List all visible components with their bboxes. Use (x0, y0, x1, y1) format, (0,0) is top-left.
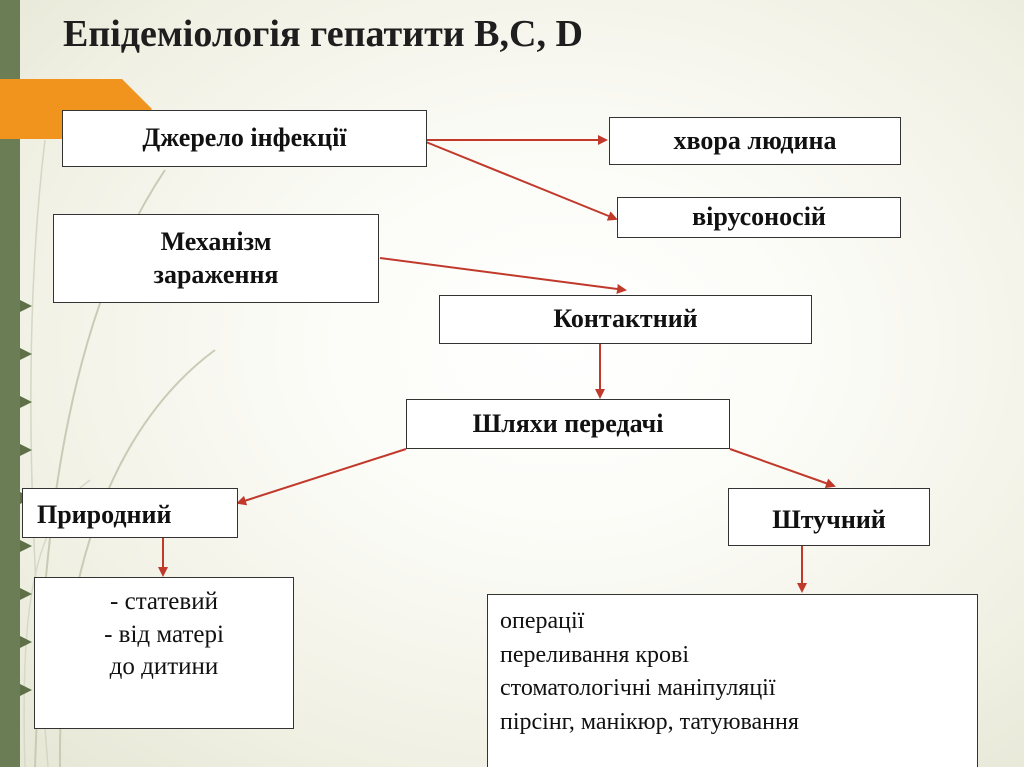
arrow-source-to-carrier (426, 142, 616, 219)
arrow-mechanism-to-contact (380, 258, 625, 290)
carrier-box: вірусоносій (617, 197, 901, 238)
artificial-route-list: операції переливання крові стоматологічн… (487, 594, 978, 767)
natural-list-item: - статевий (110, 586, 218, 619)
transmission-routes-label: Шляхи передачі (473, 408, 664, 441)
arrow-routes-to-artificial (730, 449, 834, 486)
mechanism-box: Механізм зараження (53, 214, 379, 303)
natural-route-box: Природний (22, 488, 238, 538)
mechanism-label-line1: Механізм (161, 226, 272, 259)
artificial-list-item: операції (500, 605, 965, 639)
source-of-infection-box: Джерело інфекції (62, 110, 427, 167)
artificial-list-item: пірсінг, манікюр, татуювання (500, 706, 965, 740)
sick-person-box: хвора людина (609, 117, 901, 165)
sick-person-label: хвора людина (674, 125, 837, 158)
artificial-list-item: переливання крові (500, 639, 965, 673)
carrier-label: вірусоносій (692, 201, 826, 234)
source-of-infection-label: Джерело інфекції (142, 122, 346, 155)
natural-route-list: - статевий - від матері до дитини (34, 577, 294, 729)
natural-list-item: до дитини (110, 651, 219, 684)
transmission-routes-box: Шляхи передачі (406, 399, 730, 449)
natural-list-item: - від матері (104, 619, 224, 652)
artificial-route-box: Штучний (728, 488, 930, 546)
mechanism-label-line2: зараження (154, 259, 279, 292)
contact-box: Контактний (439, 295, 812, 344)
arrow-routes-to-natural (238, 449, 406, 503)
contact-label: Контактний (553, 303, 697, 336)
artificial-list-item: стоматологічні маніпуляції (500, 672, 965, 706)
artificial-route-label: Штучний (772, 504, 886, 537)
natural-route-label: Природний (37, 499, 171, 532)
